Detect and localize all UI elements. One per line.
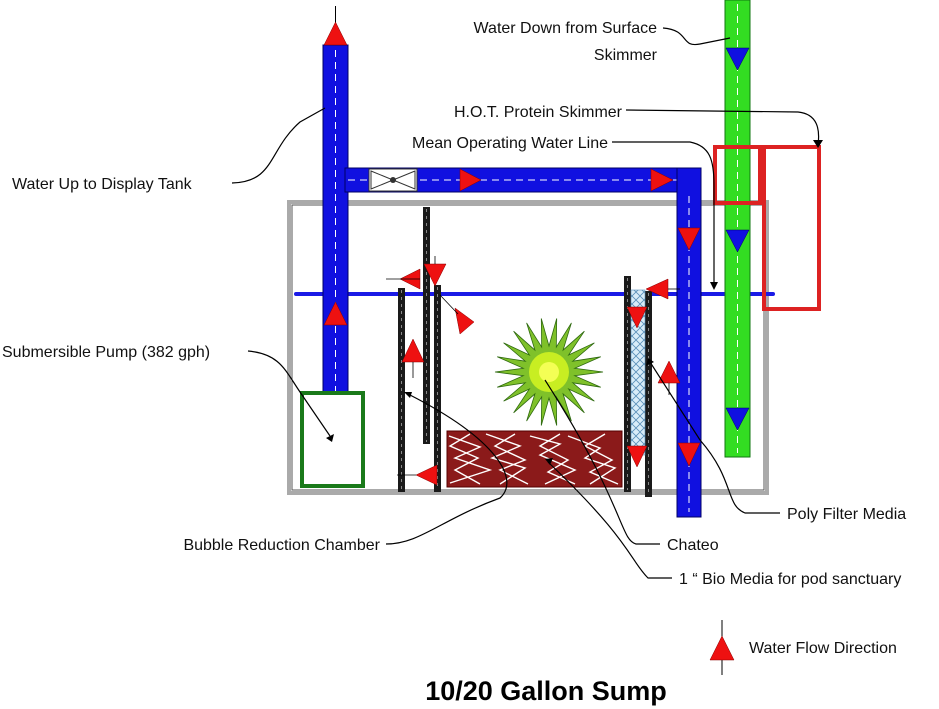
leader-protein-skimmer [625,109,820,146]
flow-arrow-return-top [323,21,348,46]
return-pipe [322,6,349,396]
baffle-2 [423,207,430,444]
chateo-macroalgae [494,318,604,426]
label-chateo: Chateo [667,537,719,554]
leader-water-up [231,107,326,184]
label-mean-water-line: Mean Operating Water Line [412,135,608,152]
skimmer-pipe [724,0,751,458]
flow-arrow-chamber-up [401,338,425,363]
label-pump: Submersible Pump (382 gph) [2,344,210,361]
label-protein-skimmer: H.O.T. Protein Skimmer [454,104,623,121]
leader-water-down [662,27,731,46]
baffle-5 [645,291,652,497]
baffle-1 [398,288,405,492]
flow-arrow-filter-down-2 [626,445,648,468]
flow-arrow-overflow-down-2 [677,442,701,467]
flow-arrow-chamber-diagonal [454,307,475,335]
leader-pump [247,350,331,437]
label-water-down-line2: Skimmer [594,47,658,64]
flow-arrow-overflow-down-1 [677,227,701,251]
flow-arrow-filter-down-1 [626,306,648,329]
legend-flow-direction: Water Flow Direction [749,640,897,657]
label-bubble-chamber: Bubble Reduction Chamber [183,537,380,554]
flow-arrow-chamber-bottom [415,464,438,486]
leader-bio-media [547,461,672,579]
protein-skimmer-inlet [713,145,762,205]
leader-bubble-chamber [385,394,508,545]
ball-valve-icon [368,168,418,192]
baffle-3 [434,285,441,492]
flow-arrow-skimmer-3 [725,407,750,431]
flow-arrow-horizontal-1 [459,168,482,192]
baffle-4 [624,276,631,492]
flow-arrow-skimmer-2 [725,229,750,253]
label-water-up: Water Up to Display Tank [12,176,193,193]
label-bio-media: 1 “ Bio Media for pod sanctuary [679,571,901,588]
sump-tank [287,200,769,495]
label-water-down-line1: Water Down from Surface [474,20,658,37]
leader-chateo [544,379,660,545]
legend-flow-arrow-icon [709,635,735,661]
leader-mean-water-line [612,141,715,288]
legend: Water Flow Direction [709,620,897,675]
diagram-title: 10/20 Gallon Sump [425,676,667,706]
leader-poly-filter [649,361,780,514]
bio-media [446,430,623,488]
flow-arrow-horizontal-2 [650,168,674,192]
label-poly-filter: Poly Filter Media [787,506,906,523]
sump-tank-inner [291,204,765,491]
flow-arrow-return-mid [323,301,348,326]
protein-skimmer-box [762,145,821,311]
flow-arrow-skimmer-1 [725,47,750,71]
